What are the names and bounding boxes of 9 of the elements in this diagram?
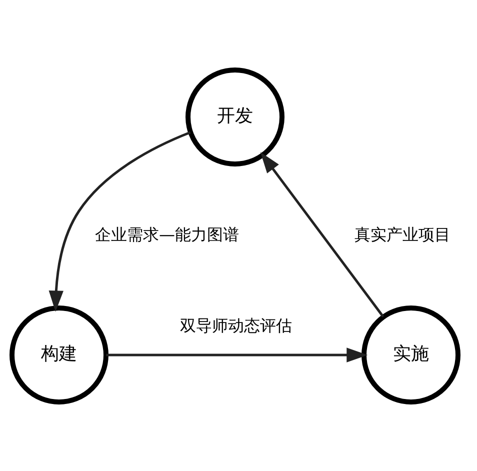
edge-label: 企业需求—能力图谱: [95, 224, 239, 244]
edge-label: 双导师动态评估: [180, 315, 292, 334]
arrow: [48, 130, 191, 312]
edge-label: 真实产业项目: [354, 224, 450, 244]
arrow: [106, 347, 368, 362]
node-circle: 实施: [362, 305, 460, 404]
arrow: [260, 152, 384, 317]
node-circle: 开发: [186, 67, 284, 166]
node-circle: 构建: [10, 305, 108, 404]
